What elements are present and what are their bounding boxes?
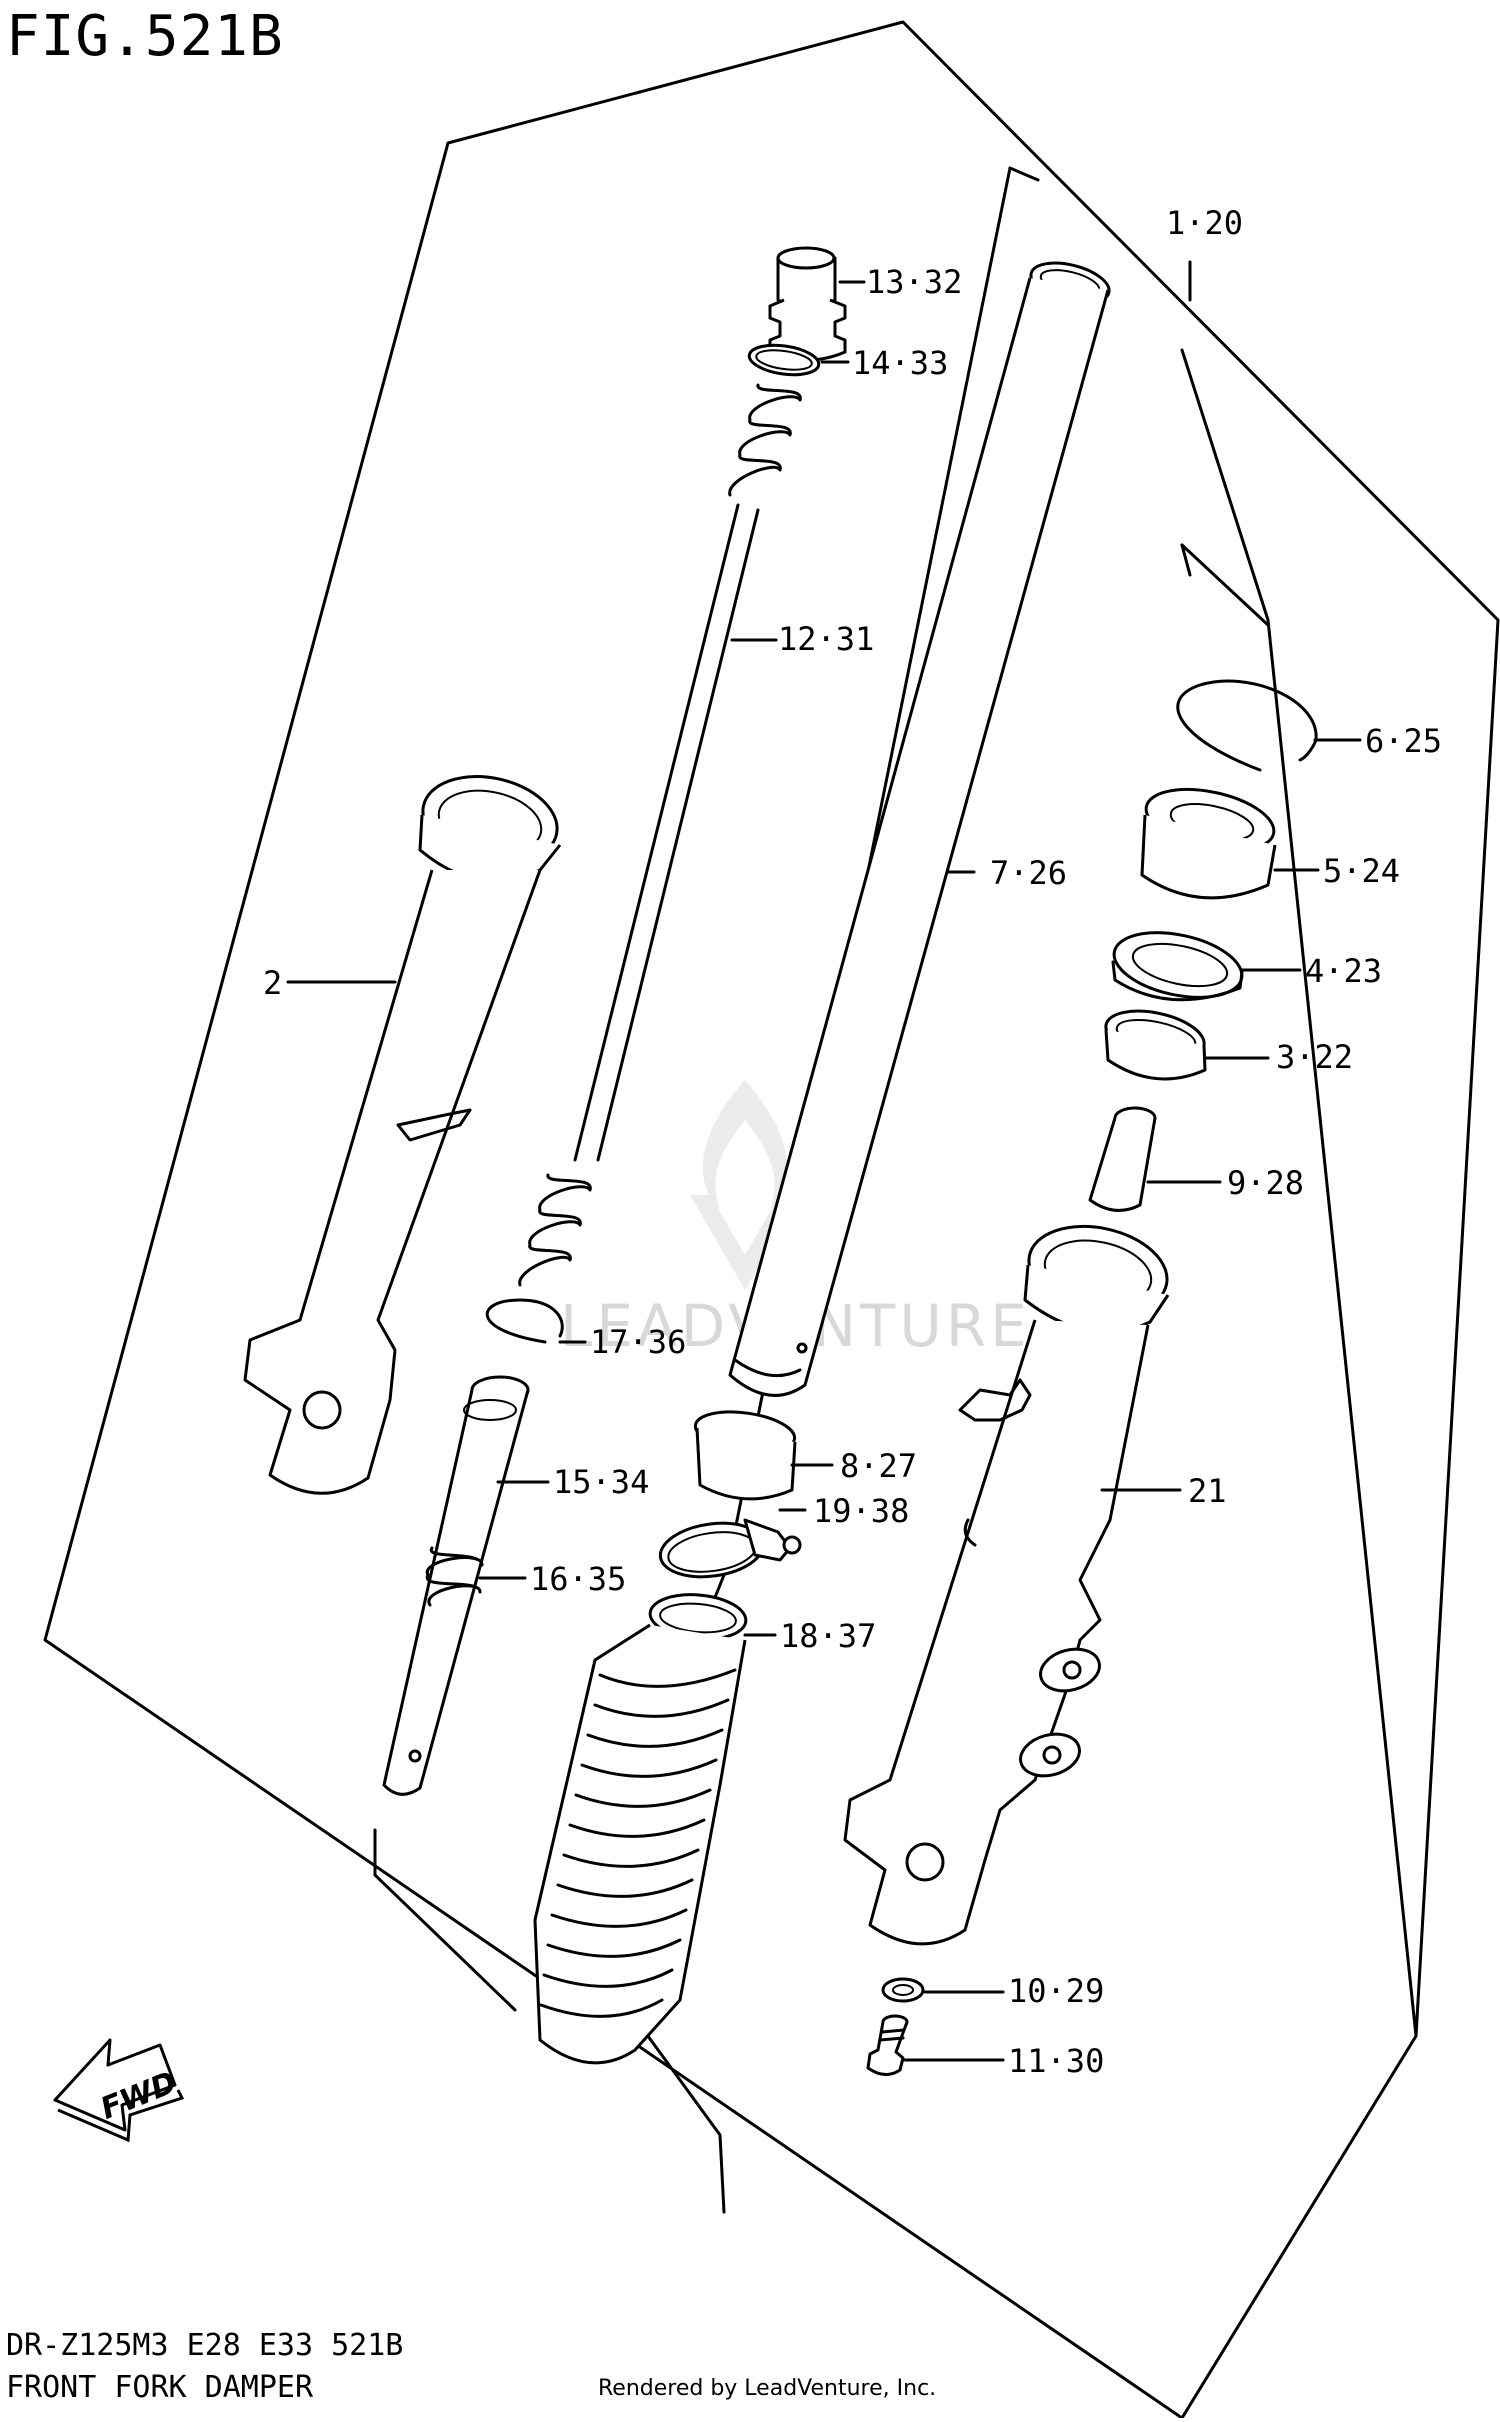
- callout-19-38: 19·38: [813, 1492, 909, 1530]
- part-4-washer: [1111, 931, 1244, 1002]
- callout-9-28: 9·28: [1227, 1164, 1304, 1202]
- callout-11-30: 11·30: [1008, 2042, 1104, 2080]
- part-5-oil-seal: [1140, 787, 1277, 900]
- fwd-arrow-icon: [53, 2038, 185, 2143]
- part-9-oil-lock-piece: [1088, 1106, 1157, 1212]
- part-13-cap-bolt: [768, 246, 847, 362]
- right-bracket-edge: [1180, 543, 1192, 577]
- callout-12-31: 12·31: [778, 620, 874, 658]
- callout-3-22: 3·22: [1276, 1038, 1353, 1076]
- figure-title: FIG.521B: [6, 4, 284, 69]
- part-14-o-ring: [747, 343, 821, 377]
- part-8-bushing: [693, 1410, 797, 1501]
- callout-2: 2: [263, 964, 282, 1002]
- inner-panel-top: [1008, 166, 1040, 182]
- callout-1-20: 1·20: [1166, 204, 1243, 242]
- part-15-damper-rod: [382, 1375, 530, 1796]
- part-2-outer-tube: [243, 775, 562, 1495]
- callout-21: 21: [1188, 1472, 1227, 1510]
- callout-6-25: 6·25: [1365, 722, 1442, 760]
- callout-8-27: 8·27: [840, 1447, 917, 1485]
- callout-7-26: 7·26: [990, 854, 1067, 892]
- part-10-gasket: [881, 1977, 925, 2003]
- callout-14-33: 14·33: [852, 344, 948, 382]
- callout-10-29: 10·29: [1008, 1972, 1104, 2010]
- part-7-inner-tube: [728, 261, 1111, 1397]
- part-12-spring: [518, 383, 802, 1287]
- part-21-outer-tube: [843, 1224, 1170, 1946]
- part-14-o-ring-inner: [755, 349, 813, 371]
- right-bracket-outline: [1180, 543, 1270, 627]
- part-6-snap-ring: [1176, 679, 1318, 772]
- render-credit: Rendered by LeadVenture, Inc.: [598, 2376, 937, 2401]
- diagram-caption: FRONT FORK DAMPER: [6, 2370, 314, 2405]
- callout-5-24: 5·24: [1323, 852, 1400, 890]
- callout-17-36: 17·36: [590, 1323, 686, 1361]
- part-19-clamp-band: [658, 1518, 802, 1579]
- callout-13-32: 13·32: [866, 263, 962, 301]
- callout-18-37: 18·37: [780, 1617, 876, 1655]
- inner-panel-outline: [1180, 348, 1418, 2038]
- callout-15-34: 15·34: [553, 1463, 649, 1501]
- callout-16-35: 16·35: [530, 1560, 626, 1598]
- callout-4-23: 4·23: [1305, 952, 1382, 990]
- model-code: DR-Z125M3 E28 E33 521B: [6, 2328, 404, 2363]
- part-16-rebound-spring: [426, 1546, 484, 1607]
- part-18-dust-boot: [533, 1593, 748, 2065]
- left-bracket-bottom: [373, 1873, 517, 2012]
- part-11-bolt: [866, 2014, 909, 2076]
- part-17-circlip: [485, 1298, 564, 1344]
- part-3-bushing: [1104, 1009, 1207, 1081]
